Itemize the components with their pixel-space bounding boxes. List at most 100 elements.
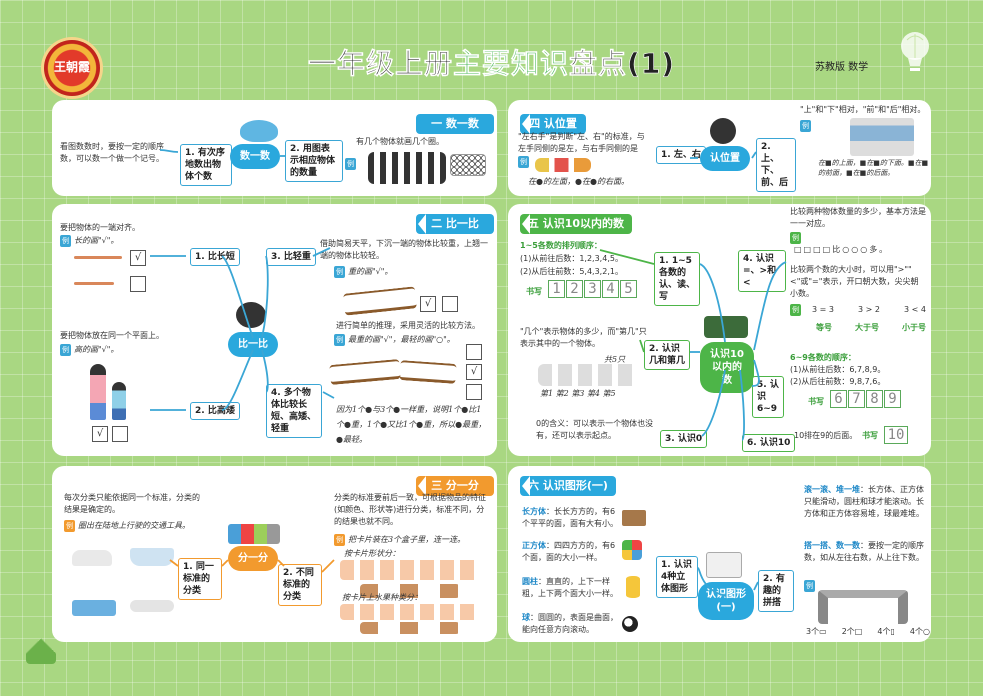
position-ud-text: "上"和"下"相对，"前"和"后"相对。 (800, 105, 926, 114)
dolphin-illustration (240, 120, 278, 142)
shapes-roll-text: 滚一滚、堆一堆：长方体、正方体只能滑动，圆柱和球才能滚动。长方体和正方体容易堆，… (804, 485, 924, 518)
arch-illustration (818, 590, 908, 624)
answer-box-short (130, 276, 146, 292)
count-example-label: 例 (345, 158, 356, 170)
shape-cube: 正方体：四四方方的，有6个面，面的大小一样。 (522, 541, 616, 562)
cube-icon (622, 540, 642, 560)
count-node-2: 2. 用图表示相应物体的数量 (285, 140, 343, 182)
shelf-illustration (850, 118, 914, 156)
section-shapes-header: 六 认识图形(一) (520, 476, 616, 496)
writing-grid-10: 10 (884, 426, 909, 444)
tree-decoration (26, 628, 56, 664)
rabbits-illustration (538, 364, 638, 386)
rope-long (74, 256, 122, 259)
car-illustration (72, 550, 112, 566)
shapes-build-text: 搭一搭、数一数：要按一定的顺序数，如从左往右数，从上往下数。 (804, 541, 924, 562)
numbers-node-4: 4. 认识=、>和< (738, 250, 786, 292)
short-person (112, 382, 126, 420)
answer-box-infer-3 (466, 384, 482, 400)
compare-height-text: 要把物体放在同一个平面上。 (60, 331, 164, 340)
answer-box-infer-1 (466, 344, 482, 360)
compare-hub: 比一比 (228, 332, 278, 357)
ball-icon (622, 616, 638, 632)
numbers-order-title: 1~5各数的排列顺序： (520, 241, 602, 250)
numbers-node-3: 3. 认识0 (660, 430, 708, 448)
blocks-illustration (706, 552, 742, 578)
compare-node-2: 2. 比高矮 (190, 402, 240, 420)
truck-illustration (72, 600, 116, 616)
numbers-nth-text: "几个"表示物体的多少，而"第几"只表示其中的一个物体。 (520, 327, 647, 348)
numbers-node-6: 6. 认识10 (742, 434, 796, 452)
numbers-node-5: 5. 认识6~9 (752, 376, 784, 418)
soldiers-illustration (704, 316, 748, 338)
compare-node-1: 1. 比长短 (190, 248, 240, 266)
classify-node-1: 1. 同一标准的分类 (178, 558, 222, 600)
compare-infer-text: 进行简单的推理，采用灵活的比较方法。 (336, 321, 480, 330)
answer-box-weight-1: √ (420, 296, 436, 312)
penguins-illustration (368, 152, 446, 184)
answer-box-long: √ (130, 250, 146, 266)
boxes-row-2 (360, 622, 460, 634)
position-node-1: 1. 左、右 (656, 146, 706, 164)
brand-logo: 王朝霞 (44, 40, 100, 96)
position-node-2: 2. 上、下、前、后 (756, 138, 796, 192)
shape-counts: 3个▭2个□4个▯4个○ (806, 627, 930, 636)
shape-compare-row: □□□□比○○○多。 (794, 245, 890, 254)
circle-count-grid (450, 154, 486, 176)
compare-weight-text: 借助简易天平，下沉一端的物体比较重，上翘一端的物体比较轻。 (320, 239, 488, 260)
bins-illustration (228, 524, 280, 544)
cards-by-shape (340, 560, 480, 580)
answer-box-weight-2 (442, 296, 458, 312)
compare-infer-explanation: 因为1个●与3个●一样重，说明1个●比1个●重，1个●又比1个●重，所以●最重，… (336, 405, 487, 444)
section-compare-header: 二 比一比 (416, 214, 494, 234)
count-circle-text: 有几个物体就画几个圈。 (356, 137, 444, 146)
lightbulb-icon (901, 32, 929, 71)
plane-illustration (130, 600, 174, 612)
fruit-row (535, 158, 591, 172)
girl-illustration (710, 118, 736, 144)
answer-box-short-person (112, 426, 128, 442)
numbers-node-2: 2. 认识几和第几 (644, 340, 690, 370)
ship-illustration (130, 548, 174, 566)
shapes-node-1: 1. 认识4种立体图形 (656, 556, 698, 598)
cuboid-icon (622, 510, 646, 526)
classify-rule-text: 每次分类只能依据同一个标准，分类的结果是确定的。 (64, 493, 200, 514)
page-title: 一年级上册主要知识盘点(1) (307, 47, 676, 81)
subtitle: 苏教版 数学 (815, 62, 869, 73)
boxes-row-1 (360, 584, 460, 598)
compare-length-text: 要把物体的一端对齐。 (60, 223, 140, 232)
rope-short (74, 282, 114, 285)
compare-node-4: 4. 多个物体比较长短、高矮、轻重 (266, 384, 322, 438)
cards-by-fruit (340, 604, 480, 620)
answer-box-tall: √ (92, 426, 108, 442)
shape-sphere: 球：圆圆的，表面是曲面，能向任意方向滚动。 (522, 613, 618, 634)
balance-scale-3 (399, 360, 457, 384)
section-classify-header: 三 分一分 (416, 476, 494, 496)
position-ud-example: 在■的上面，■在■的下面。■在■的前面，■在■的后面。 (818, 159, 929, 177)
section-count-header: 一 数一数 (416, 114, 494, 134)
count-hub: 数一数 (230, 144, 280, 169)
cylinder-icon (626, 576, 640, 598)
position-hub: 认位置 (700, 146, 750, 171)
section-numbers-header: 五 认识10以内的数 (520, 214, 632, 234)
shapes-node-2: 2. 有趣的拼搭 (758, 570, 794, 612)
numbers-sign-text: 比较两个数的大小时，可以用">""<"或"="表示，开口朝大数，尖尖朝小数。 (790, 265, 919, 298)
sign-labels: 等号大于号小于号 (816, 323, 926, 332)
numbers-compare-text: 比较两种物体数量的多少，基本方法是一一对应。 (790, 207, 926, 228)
shape-cuboid: 长方体：长长方方的，有6个平平的面，面有大有小。 (522, 507, 618, 528)
kids-illustration (236, 302, 266, 328)
answer-box-infer-2: √ (466, 364, 482, 380)
numbers-hub: 认识10以内的数 (700, 342, 754, 393)
numbers-node-1: 1. 1~5各数的认、读、写 (654, 252, 700, 306)
shapes-hub: 认识图形(一) (698, 582, 754, 620)
compare-node-3: 3. 比轻重 (266, 248, 316, 266)
count-rule-text: 看图数数时，要按一定的顺序数，可以数一个做一个记号。 (60, 142, 164, 163)
section-position-header: 四 认位置 (520, 114, 586, 134)
numbers-zero-text: 0的含义：可以表示一个物体也没有，还可以表示起点。 (536, 419, 654, 440)
classify-standard-text: 分类的标准要前后一致，可根据物品的特征(如颜色、形状等)进行分类，标准不同，分的… (334, 493, 486, 526)
tall-person (90, 364, 106, 420)
classify-hub: 分一分 (228, 546, 278, 571)
position-lr-example: 在●的左面，●在●的右面。 (528, 177, 629, 186)
